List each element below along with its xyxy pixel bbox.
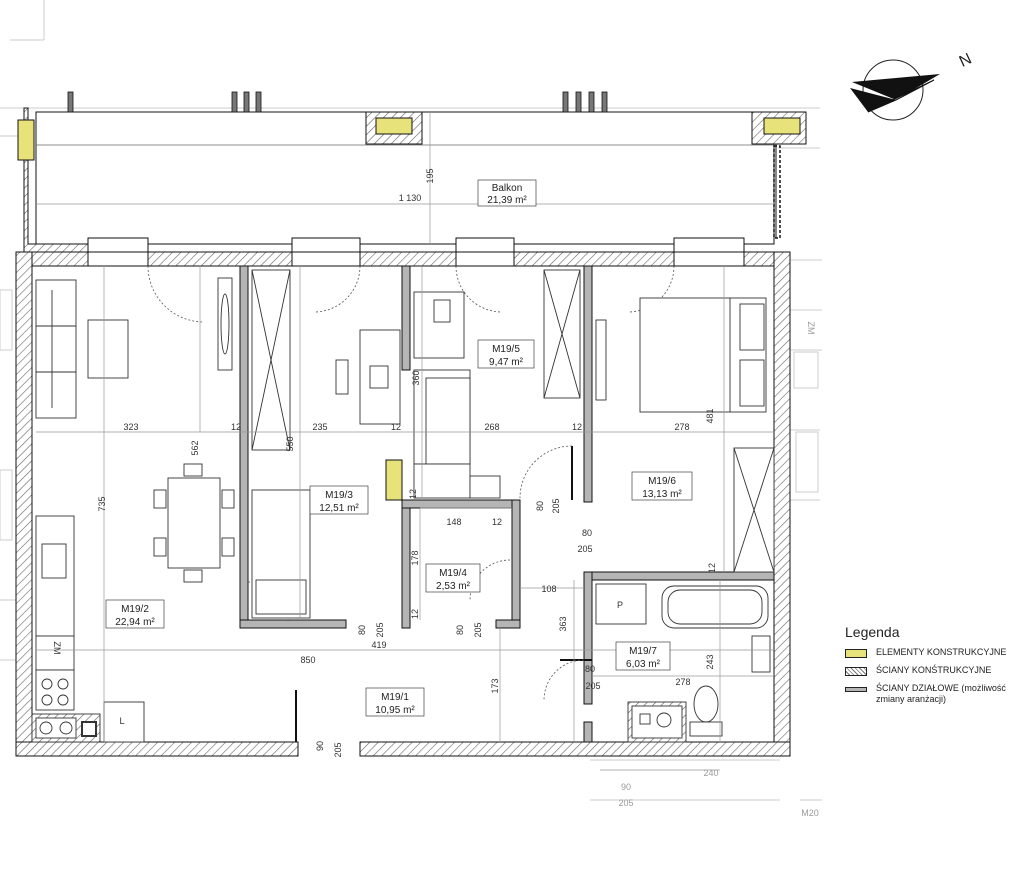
dim-text: 735 [97, 496, 107, 511]
dim-text: 80 [585, 664, 595, 674]
dim-text: 205 [585, 681, 600, 691]
legend-swatch-partition [845, 687, 867, 692]
dim-text: 419 [371, 640, 386, 650]
dim-text: 12 [572, 422, 582, 432]
dim-text: 235 [312, 422, 327, 432]
legend-label: ŚCIANY KONŚTRUKCYJNE [876, 665, 992, 675]
dim-text: 90 [621, 782, 631, 792]
dim-text: 12 [492, 517, 502, 527]
exterior-walls [15, 251, 791, 757]
room-name-balkon: Balkon [492, 183, 523, 194]
room-area-m19-6: 13,13 m² [642, 489, 682, 500]
doors [147, 265, 675, 742]
balcony-posts [67, 91, 608, 113]
dim-text: 12 [707, 563, 717, 573]
dim-text: 173 [490, 678, 500, 693]
pantry-label: L [119, 716, 124, 726]
fridge-label-2: ZM [806, 322, 816, 335]
dim-text: 205 [333, 742, 343, 757]
room-name-m19-1: M19/1 [381, 692, 409, 703]
legend: Legenda ELEMENTY KONSTRUKCYJNE ŚCIANY KO… [845, 624, 1020, 712]
room-name-m19-3: M19/3 [325, 490, 353, 501]
shower-label: P [617, 600, 623, 610]
windows [87, 237, 745, 267]
dim-text: 562 [190, 440, 200, 455]
compass-icon [850, 59, 940, 121]
legend-swatch-hatched [845, 667, 867, 676]
room-area-m19-1: 10,95 m² [375, 705, 415, 716]
dim-text: 80 [455, 625, 465, 635]
legend-label: ELEMENTY KONSTRUKCYJNE [876, 647, 1007, 657]
dim-text: 550 [285, 436, 295, 451]
room-name-m19-4: M19/4 [439, 568, 467, 579]
dim-text: 360 [411, 370, 421, 385]
fixture-labels: ZM ZM L P M20 [52, 322, 819, 819]
dim-text: 12 [391, 422, 401, 432]
dim-text: 108 [541, 584, 556, 594]
room-area-balkon: 21,39 m² [487, 195, 527, 206]
dimension-lines [36, 112, 774, 771]
dim-text: 268 [484, 422, 499, 432]
dim-text: 90 [315, 741, 325, 751]
furniture [31, 269, 775, 743]
dim-text: 205 [473, 622, 483, 637]
dim-text: 205 [577, 544, 592, 554]
dim-text: 323 [123, 422, 138, 432]
legend-title: Legenda [845, 624, 900, 640]
legend-label: ŚCIANY DZIAŁOWE (możliwość zmiany aranża… [876, 683, 1006, 704]
partition-walls [239, 265, 775, 743]
legend-item-partition: ŚCIANY DZIAŁOWE (możliwość zmiany aranża… [845, 683, 1020, 705]
dim-text: 148 [446, 517, 461, 527]
dim-text: 481 [705, 408, 715, 423]
room-area-m19-4: 2,53 m² [436, 581, 471, 592]
dim-text: 195 [425, 168, 435, 183]
dim-text: 12 [231, 422, 241, 432]
room-labels: Balkon 21,39 m² M19/1 10,95 m² M19/2 22,… [105, 179, 693, 717]
dim-text: 12 [408, 489, 418, 499]
dim-text: 178 [410, 550, 420, 565]
dim-text: 278 [675, 677, 690, 687]
room-area-m19-3: 12,51 m² [319, 503, 359, 514]
dim-text: 240 [703, 768, 718, 778]
dim-text: 80 [582, 528, 592, 538]
room-name-m19-7: M19/7 [629, 646, 657, 657]
balcony-right-rail [773, 145, 781, 239]
room-name-m19-5: M19/5 [492, 344, 520, 355]
dim-text: 80 [535, 501, 545, 511]
dim-text: 278 [674, 422, 689, 432]
surroundings [0, 0, 822, 801]
dim-text: 205 [551, 498, 561, 513]
cut-label: M20 [801, 808, 819, 818]
dim-text: 80 [357, 625, 367, 635]
room-area-m19-5: 9,47 m² [489, 357, 524, 368]
dim-text: 243 [705, 654, 715, 669]
legend-swatch-structural [845, 649, 867, 658]
legend-item-hatched: ŚCIANY KONŚTRUKCYJNE [845, 665, 1020, 676]
room-area-m19-2: 22,94 m² [115, 617, 155, 628]
room-name-m19-2: M19/2 [121, 604, 149, 615]
dim-text: 205 [618, 798, 633, 808]
legend-item-structural: ELEMENTY KONSTRUKCYJNE [845, 647, 1020, 658]
room-area-m19-7: 6,03 m² [626, 659, 661, 670]
dim-text: 363 [558, 616, 568, 631]
fridge-label: ZM [52, 642, 62, 655]
dim-text: 12 [410, 609, 420, 619]
room-name-m19-6: M19/6 [648, 476, 676, 487]
dim-text: 850 [300, 655, 315, 665]
dim-text: 205 [375, 622, 385, 637]
dimension-texts: 1 130 195 323 12 235 12 268 12 278 562 5… [97, 168, 719, 808]
dim-text: 1 130 [399, 193, 422, 203]
